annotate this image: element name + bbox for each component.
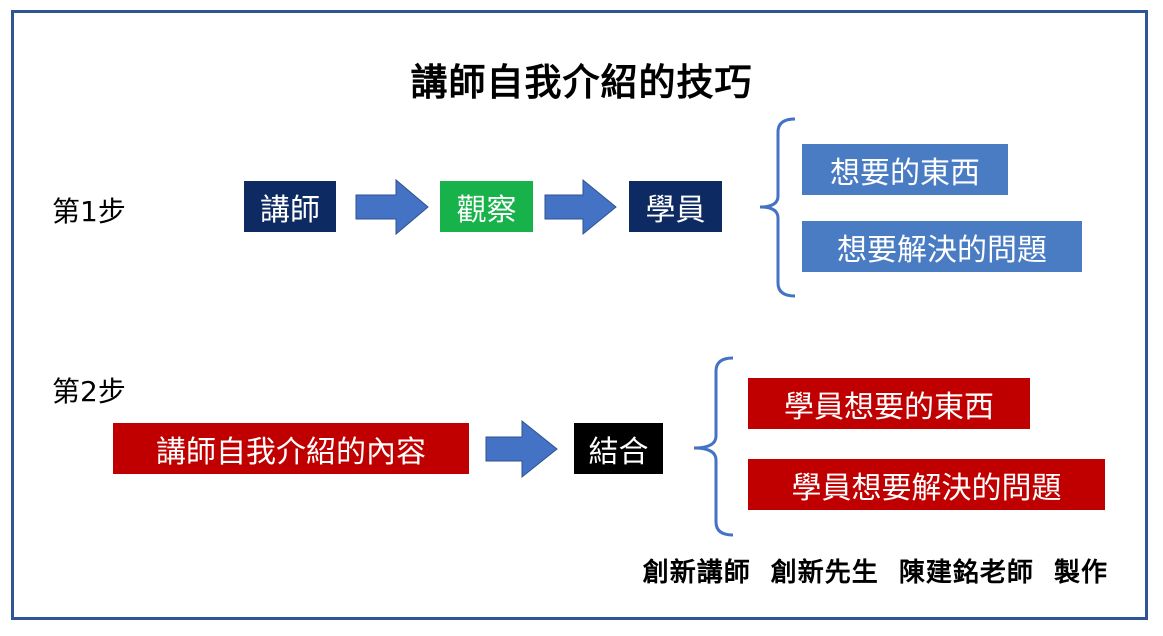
step1-box-student: 學員 [629,181,722,232]
step1-label: 第1步 [52,195,126,228]
arrow-observe-to-student [544,178,617,236]
diagram-title: 講師自我介紹的技巧 [410,61,753,104]
brace-step1 [759,117,796,298]
diagram-frame [11,10,1148,620]
step2-box-intro-content: 講師自我介紹的內容 [113,423,469,474]
step1-box-observe: 觀察 [440,181,533,232]
arrow-content-to-combine [485,419,558,479]
step2-label: 第2步 [52,375,126,408]
brace-step2 [693,356,734,537]
step1-box-lecturer: 講師 [244,181,336,232]
step2-box-combine: 結合 [574,423,663,474]
step1-outcome-problems: 想要解決的問題 [802,221,1082,272]
arrow-lecturer-to-observe [355,178,429,236]
step2-outcome-wants: 學員想要的東西 [748,378,1030,429]
step1-outcome-wants: 想要的東西 [802,144,1008,195]
step2-outcome-problems: 學員想要解決的問題 [748,459,1105,510]
credit-line: 創新講師 創新先生 陳建銘老師 製作 [642,558,1108,588]
